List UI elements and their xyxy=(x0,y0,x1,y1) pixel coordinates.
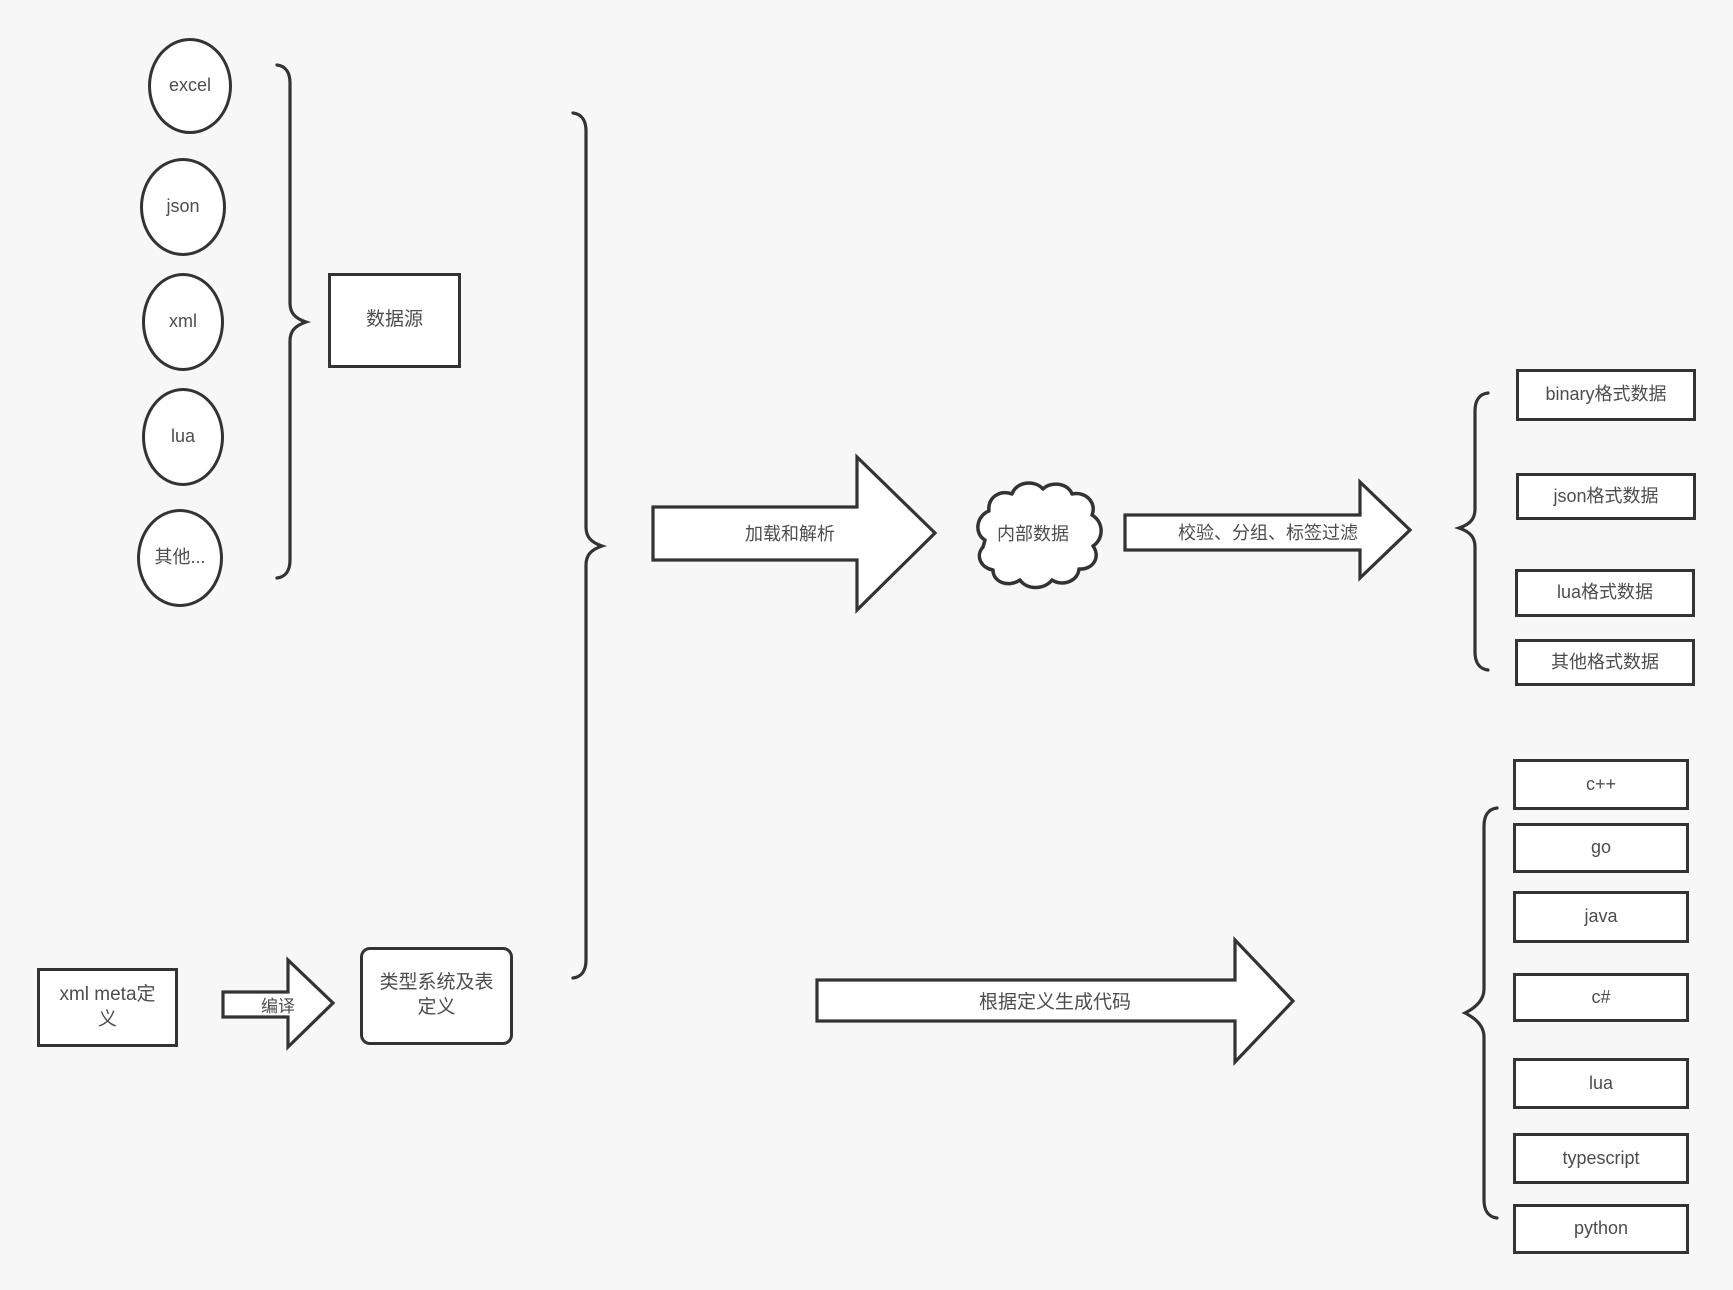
format-box-lua: lua格式数据 xyxy=(1515,569,1695,617)
compile-arrow-label: 编译 xyxy=(261,996,295,1016)
source-group-brace xyxy=(275,63,312,580)
language-box-csharp: c# xyxy=(1513,973,1689,1022)
source-node-excel: excel xyxy=(148,38,232,134)
language-box-python: python xyxy=(1513,1204,1689,1254)
codegen-arrow-label: 根据定义生成代码 xyxy=(978,991,1131,1013)
internal-data-cloud xyxy=(976,481,1103,590)
format-group-brace xyxy=(1453,391,1490,672)
data-source-box: 数据源 xyxy=(328,273,461,368)
language-box-go: go xyxy=(1513,823,1689,873)
xml-meta-box: xml meta定义 xyxy=(37,968,178,1047)
source-node-xml: xml xyxy=(142,273,224,371)
format-box-binary: binary格式数据 xyxy=(1516,369,1696,421)
language-box-cpp: c++ xyxy=(1513,759,1689,810)
language-group-brace xyxy=(1461,806,1499,1220)
validate-filter-arrow-label: 校验、分组、标签过滤 xyxy=(1178,523,1358,543)
type-system-box: 类型系统及表定义 xyxy=(360,947,513,1045)
source-node-other: 其他... xyxy=(137,509,223,607)
language-box-typescript: typescript xyxy=(1513,1133,1689,1184)
load-parse-arrow xyxy=(651,453,938,614)
format-box-other: 其他格式数据 xyxy=(1515,639,1695,686)
language-box-java: java xyxy=(1513,891,1689,943)
validate-filter-arrow xyxy=(1123,478,1413,582)
source-node-json: json xyxy=(140,158,226,256)
source-node-lua: lua xyxy=(142,388,224,486)
load-parse-arrow-label: 加载和解析 xyxy=(745,524,835,544)
format-box-json: json格式数据 xyxy=(1516,473,1696,520)
internal-data-label: 内部数据 xyxy=(997,524,1069,544)
codegen-arrow xyxy=(815,935,1296,1067)
compile-arrow xyxy=(221,956,336,1051)
language-box-lua: lua xyxy=(1513,1058,1689,1109)
pipeline-input-brace xyxy=(571,111,608,980)
